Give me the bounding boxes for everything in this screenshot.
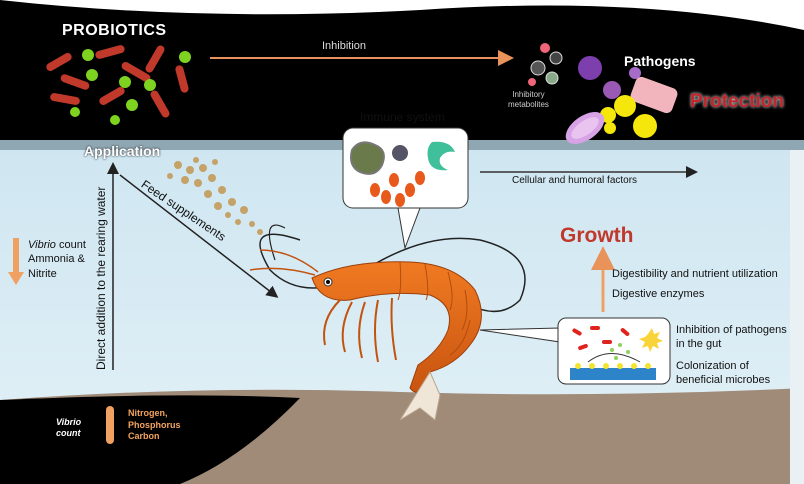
immune-system-label: Immune system xyxy=(360,110,445,124)
pathogens-group xyxy=(565,56,678,144)
application-label: Application xyxy=(84,143,161,159)
growth-label: Growth xyxy=(560,224,634,247)
gut-callout xyxy=(479,317,671,385)
feed-supplements-arrow xyxy=(119,174,279,298)
probiotics-bacteria xyxy=(46,45,191,125)
digestibility-label: Digestibility and nutrient utilization xyxy=(612,268,778,280)
right-dark-edge xyxy=(790,150,804,484)
vibrio-bottom-label: Vibrio count xyxy=(56,417,82,439)
npc-label: Nitrogen, Phosphorus Carbon xyxy=(128,408,181,442)
inhibitory-metabolites xyxy=(528,43,563,86)
inhibitory-metabolites-label: Inhibitory metabolites xyxy=(508,90,549,109)
direct-addition-label: Direct addition to the rearing water xyxy=(94,186,108,370)
inhibition-label: Inhibition xyxy=(322,40,367,52)
water-effects-label: Vibrio count Ammonia & Nitrite xyxy=(28,239,86,280)
protection-label: Protection xyxy=(690,91,784,112)
vibrio-italic: Vibrio xyxy=(28,239,56,251)
probiotics-label: PROBIOTICS xyxy=(62,22,167,39)
water-swirl xyxy=(259,233,526,313)
pathogens-label: Pathogens xyxy=(624,53,696,69)
shrimp-illustration xyxy=(249,249,482,421)
sky-band xyxy=(0,0,804,30)
cellular-humoral-label: Cellular and humoral factors xyxy=(512,175,638,186)
feed-pellets xyxy=(167,157,263,235)
digestive-enzymes-label: Digestive enzymes xyxy=(612,288,705,300)
inhibition-gut-label: Inhibition of pathogens in the gut xyxy=(676,324,787,350)
immune-system-callout xyxy=(342,127,469,250)
bottom-black-band xyxy=(0,395,300,484)
colonization-label: Colonization of beneficial microbes xyxy=(676,360,771,386)
npc-indicator xyxy=(106,406,114,444)
